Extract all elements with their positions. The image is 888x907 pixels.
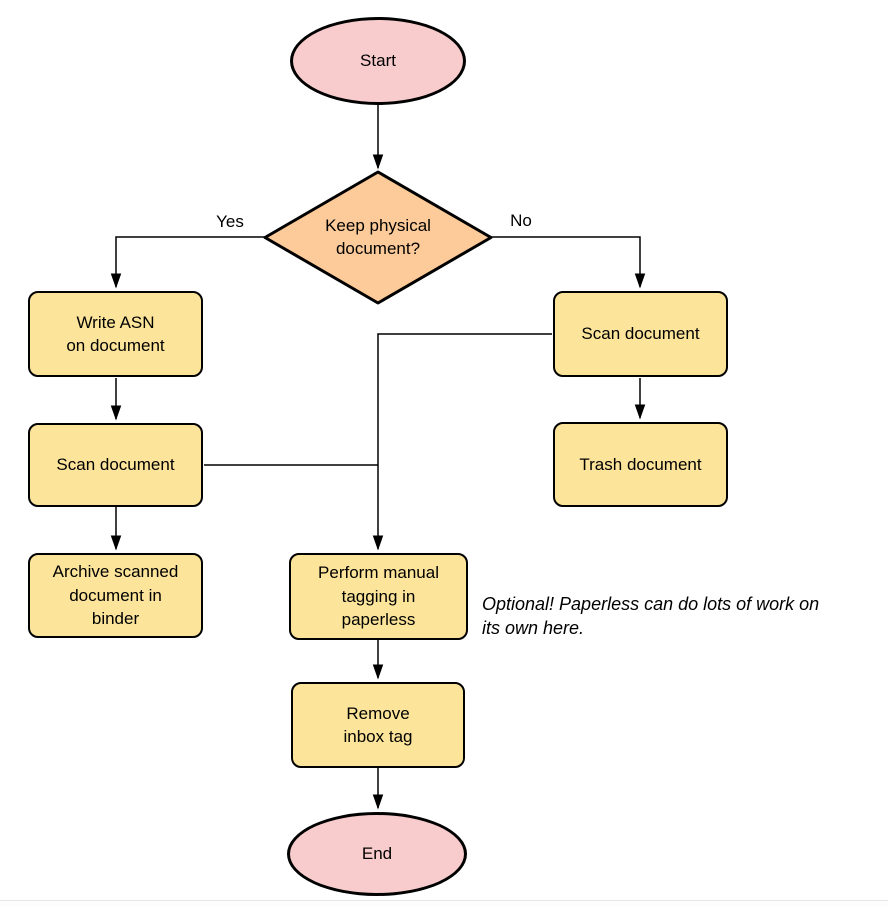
edge-yes-to-write-asn [110, 236, 265, 289]
node-trash-document: Trash document [553, 422, 728, 507]
node-label: Perform manual tagging in paperless [318, 563, 439, 630]
node-write-asn: Write ASN on document [28, 291, 203, 377]
node-label: Keep physical document? [325, 215, 431, 258]
edge-no-to-scan-right [491, 236, 646, 289]
node-label: Remove inbox tag [343, 703, 413, 746]
node-label: Trash document [579, 454, 702, 474]
node-end: End [287, 812, 467, 896]
node-label: End [361, 844, 393, 864]
node-scan-document-right: Scan document [553, 291, 728, 377]
edge-scan-right-to-tagging [372, 333, 552, 551]
node-label: Scan document [56, 455, 175, 475]
node-label: Archive scanned document in binder [52, 562, 179, 629]
node-archive-binder: Archive scanned document in binder [28, 553, 203, 638]
node-label: Start [360, 51, 396, 71]
node-remove-inbox-tag: Remove inbox tag [291, 682, 465, 768]
node-label: Scan document [581, 324, 700, 344]
node-start: Start [290, 17, 466, 105]
page-bottom-edge [0, 900, 888, 907]
decision-diamond-shape [263, 170, 493, 305]
optional-note: Optional! Paperless can do lots of work … [482, 594, 820, 639]
node-decision-keep-physical: Keep physical document? [278, 208, 478, 266]
node-label: Write ASN on document [66, 312, 165, 355]
node-perform-tagging: Perform manual tagging in paperless [289, 553, 468, 640]
edge-label-yes: Yes [216, 212, 244, 231]
node-scan-document-left: Scan document [28, 423, 203, 507]
edge-label-no: No [510, 211, 532, 230]
